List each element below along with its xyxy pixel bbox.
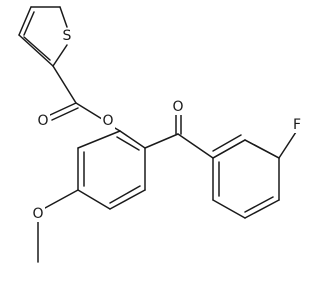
fluorine-label: F xyxy=(293,117,301,133)
bond-carbonyl-o-double-2 xyxy=(51,107,79,121)
bond-ring-a xyxy=(77,130,121,149)
ester-group xyxy=(49,65,103,121)
bond-fring-b xyxy=(244,199,280,219)
bond-s-c2 xyxy=(52,44,68,67)
sulfur-label: S xyxy=(63,28,72,44)
bond-fring-f xyxy=(244,139,280,159)
bond-c5-s xyxy=(59,6,68,28)
bond-ring-ketone xyxy=(144,133,179,149)
bond-fring-e xyxy=(212,139,246,159)
enone-chain xyxy=(144,113,280,159)
bond-carbonyl-ester-o xyxy=(75,102,103,120)
bond-ring-d xyxy=(109,189,146,210)
atom-labels: S O O O O F xyxy=(31,28,303,222)
methoxy-group xyxy=(37,189,79,263)
bond-fring-b-inner xyxy=(244,196,274,213)
central-benzene-ring xyxy=(77,123,146,210)
bond-ring-d-inner xyxy=(109,185,141,204)
bond-fluoro xyxy=(278,131,297,159)
bond-c3-c4 xyxy=(18,6,32,36)
bond-c2-c3 xyxy=(18,34,54,67)
thiophene-ring xyxy=(18,6,68,67)
bond-alkene-inner xyxy=(212,134,242,152)
bond-c2-c3-inner xyxy=(23,36,51,61)
ketone-oxygen-label: O xyxy=(172,99,183,115)
bond-ring-c xyxy=(77,189,111,210)
fluorophenyl-ring xyxy=(212,131,297,219)
bond-c2-carbonyl xyxy=(52,65,77,104)
ester-oxygen-label: O xyxy=(102,113,113,129)
bond-ring-f-inner xyxy=(116,136,140,151)
bond-fring-c xyxy=(212,199,246,219)
bond-c3-c4-inner xyxy=(23,11,35,36)
bond-ring-f xyxy=(119,130,146,149)
bond-ring-methoxy-o xyxy=(44,189,79,209)
bond-carbonyl-o-double-1 xyxy=(49,102,77,116)
ester-carbonyl-oxygen-label: O xyxy=(37,113,48,129)
bond-ketone-calpha xyxy=(177,133,214,159)
methoxy-oxygen-label: O xyxy=(32,206,43,222)
